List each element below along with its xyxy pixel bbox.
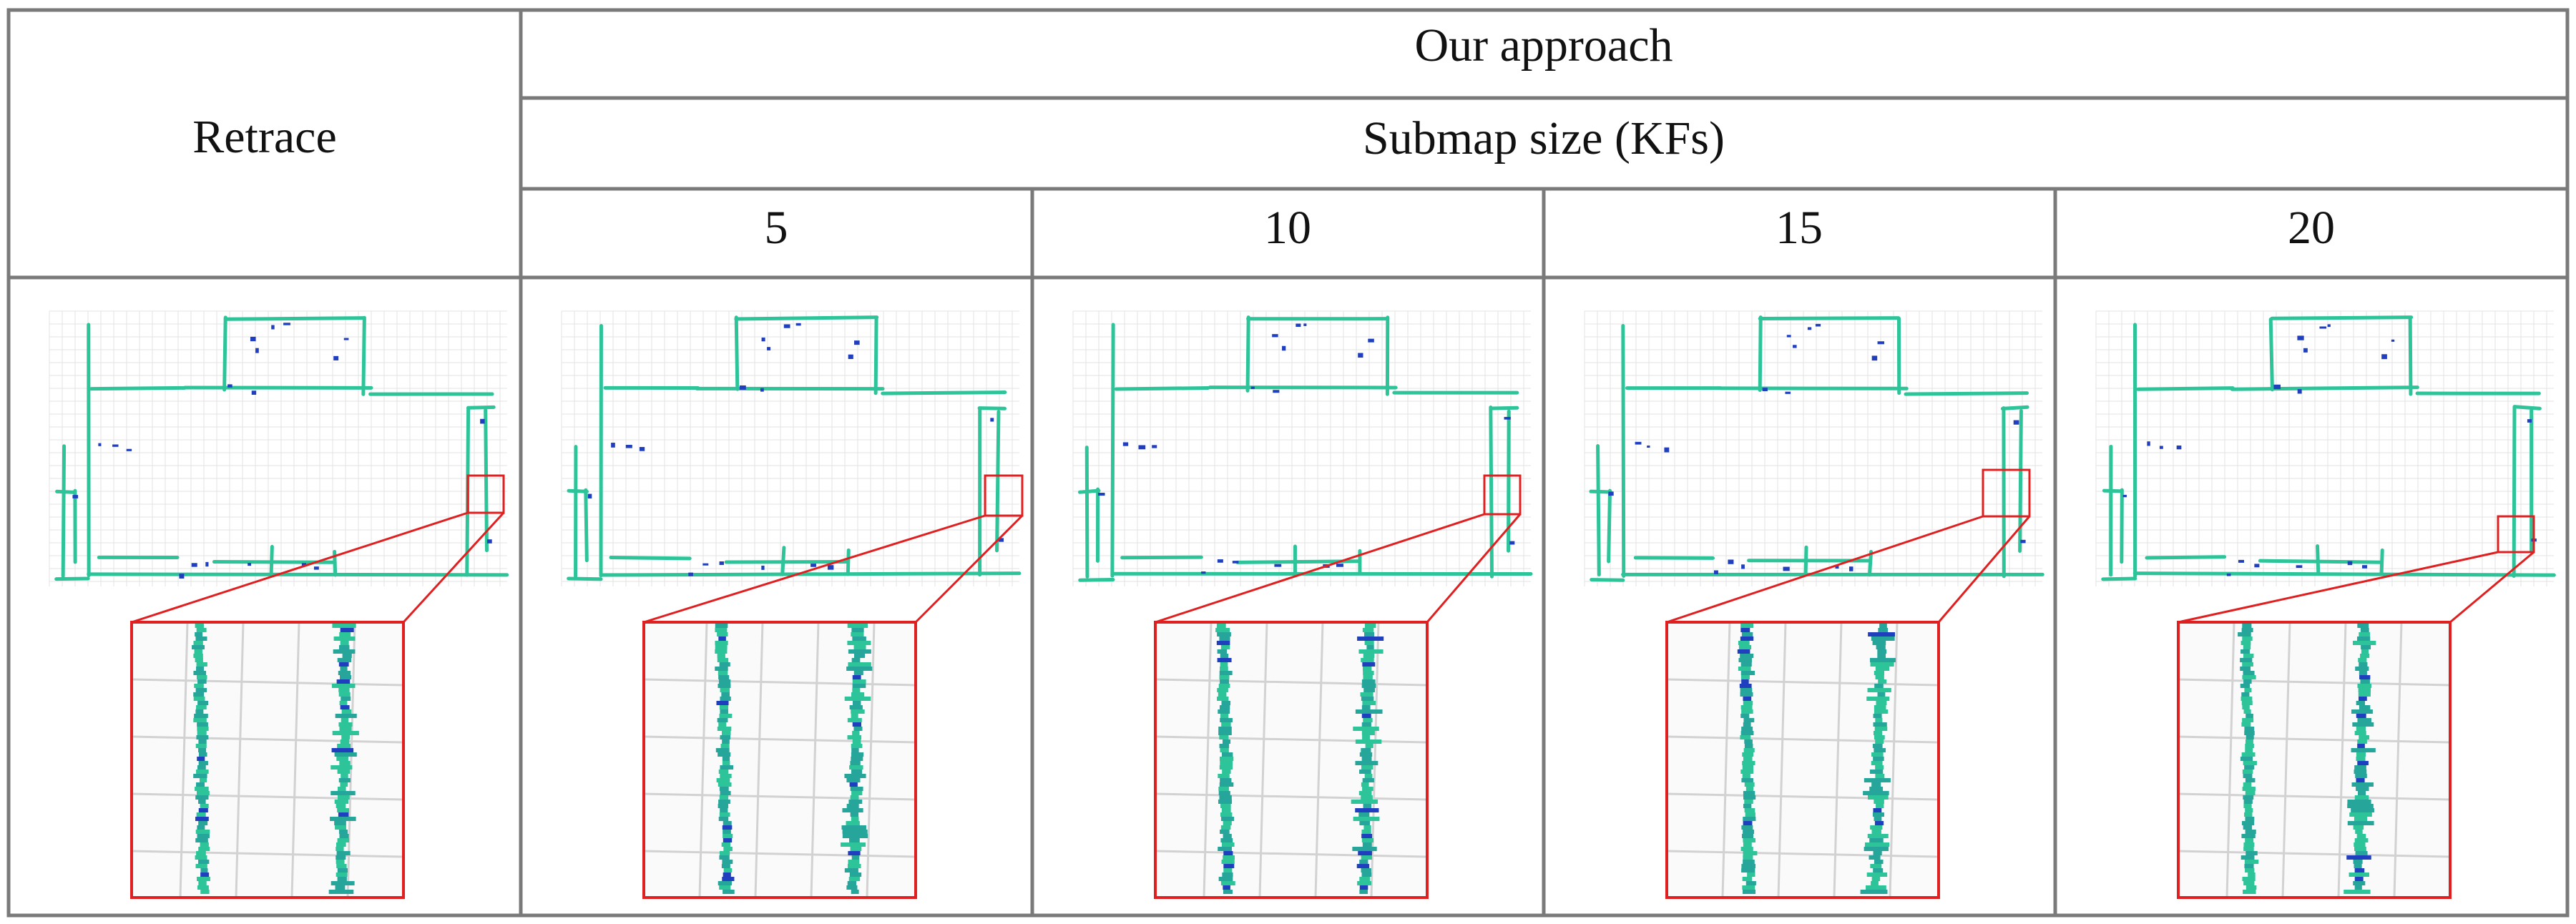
zoom-inset [1154,621,1429,899]
overview-map [561,310,1022,586]
point-cloud-walls [1077,315,1533,582]
retrace-header: Retrace [192,111,337,163]
overview-map [2095,310,2556,586]
point-cloud-walls [54,315,509,581]
inset-wall-points [328,624,359,894]
overview-map [49,310,509,586]
inset-wall-points [2238,624,2259,894]
point-cloud-outliers [1098,323,1515,574]
zoom-inset [2177,621,2452,899]
zoom-region-box [1483,474,1522,516]
column-header-10: 10 [1264,202,1311,254]
point-cloud-outliers [2122,324,2537,576]
column-header-20: 20 [2288,202,2335,254]
inset-wall-points [1215,624,1235,894]
inset-wall-points [192,624,210,894]
inset-wall-points [1860,624,1896,894]
ground-grid [561,310,1019,586]
zoom-connector-left [131,511,469,624]
column-header-15: 15 [1776,202,1823,254]
zoom-connector-right [402,511,505,624]
zoom-connector-right [1426,513,1522,623]
zoom-connector-left [643,514,986,624]
inset-wall-points [1737,624,1758,894]
map-panel-retrace [49,310,509,899]
point-cloud-outliers [587,323,1004,576]
inset-wall-points [2344,624,2376,894]
zoom-inset-border [642,621,917,899]
zoom-inset [1665,621,1940,899]
point-cloud-walls [2101,315,2556,581]
zoom-region-box [2497,515,2535,554]
zoom-inset-border [1665,621,1940,899]
zoom-inset [130,621,405,899]
column-header-5: 5 [765,202,788,254]
map-panel-ours-20 [2095,310,2556,899]
ground-grid [2095,310,2554,586]
map-panels [49,310,2556,899]
ground-grid [1584,310,2042,586]
point-cloud-outliers [1608,323,2026,574]
zoom-inset [642,621,917,899]
zoom-connector-right [914,514,1024,624]
map-panel-ours-15 [1584,310,2044,899]
zoom-connector-right [2449,551,2535,624]
submap-size-header: Submap size (KFs) [1363,112,1725,164]
map-panel-ours-10 [1072,310,1533,899]
zoom-region-box [984,474,1024,517]
overview-map [1584,310,2044,586]
zoom-connector-left [2178,551,2499,624]
zoom-connector-left [1155,513,1485,624]
inset-wall-points [1351,624,1384,894]
zoom-region-box [1982,468,2031,518]
our-approach-header: Our approach [1414,19,1673,72]
zoom-inset-border [1154,621,1429,899]
inset-wall-points [715,624,735,894]
zoom-connector-left [1666,515,1984,624]
zoom-connector-right [1937,516,2031,623]
zoom-region-box [466,474,505,514]
point-cloud-outliers [72,323,492,579]
table-grid [6,8,2570,918]
zoom-inset-border [130,621,405,899]
point-cloud-walls [567,315,1022,581]
ground-grid [49,310,507,586]
zoom-inset-border [2177,621,2452,899]
point-cloud-walls [1589,315,2044,582]
inset-wall-points [841,624,873,894]
map-panel-ours-5 [561,310,1024,899]
overview-map [1072,310,1533,586]
